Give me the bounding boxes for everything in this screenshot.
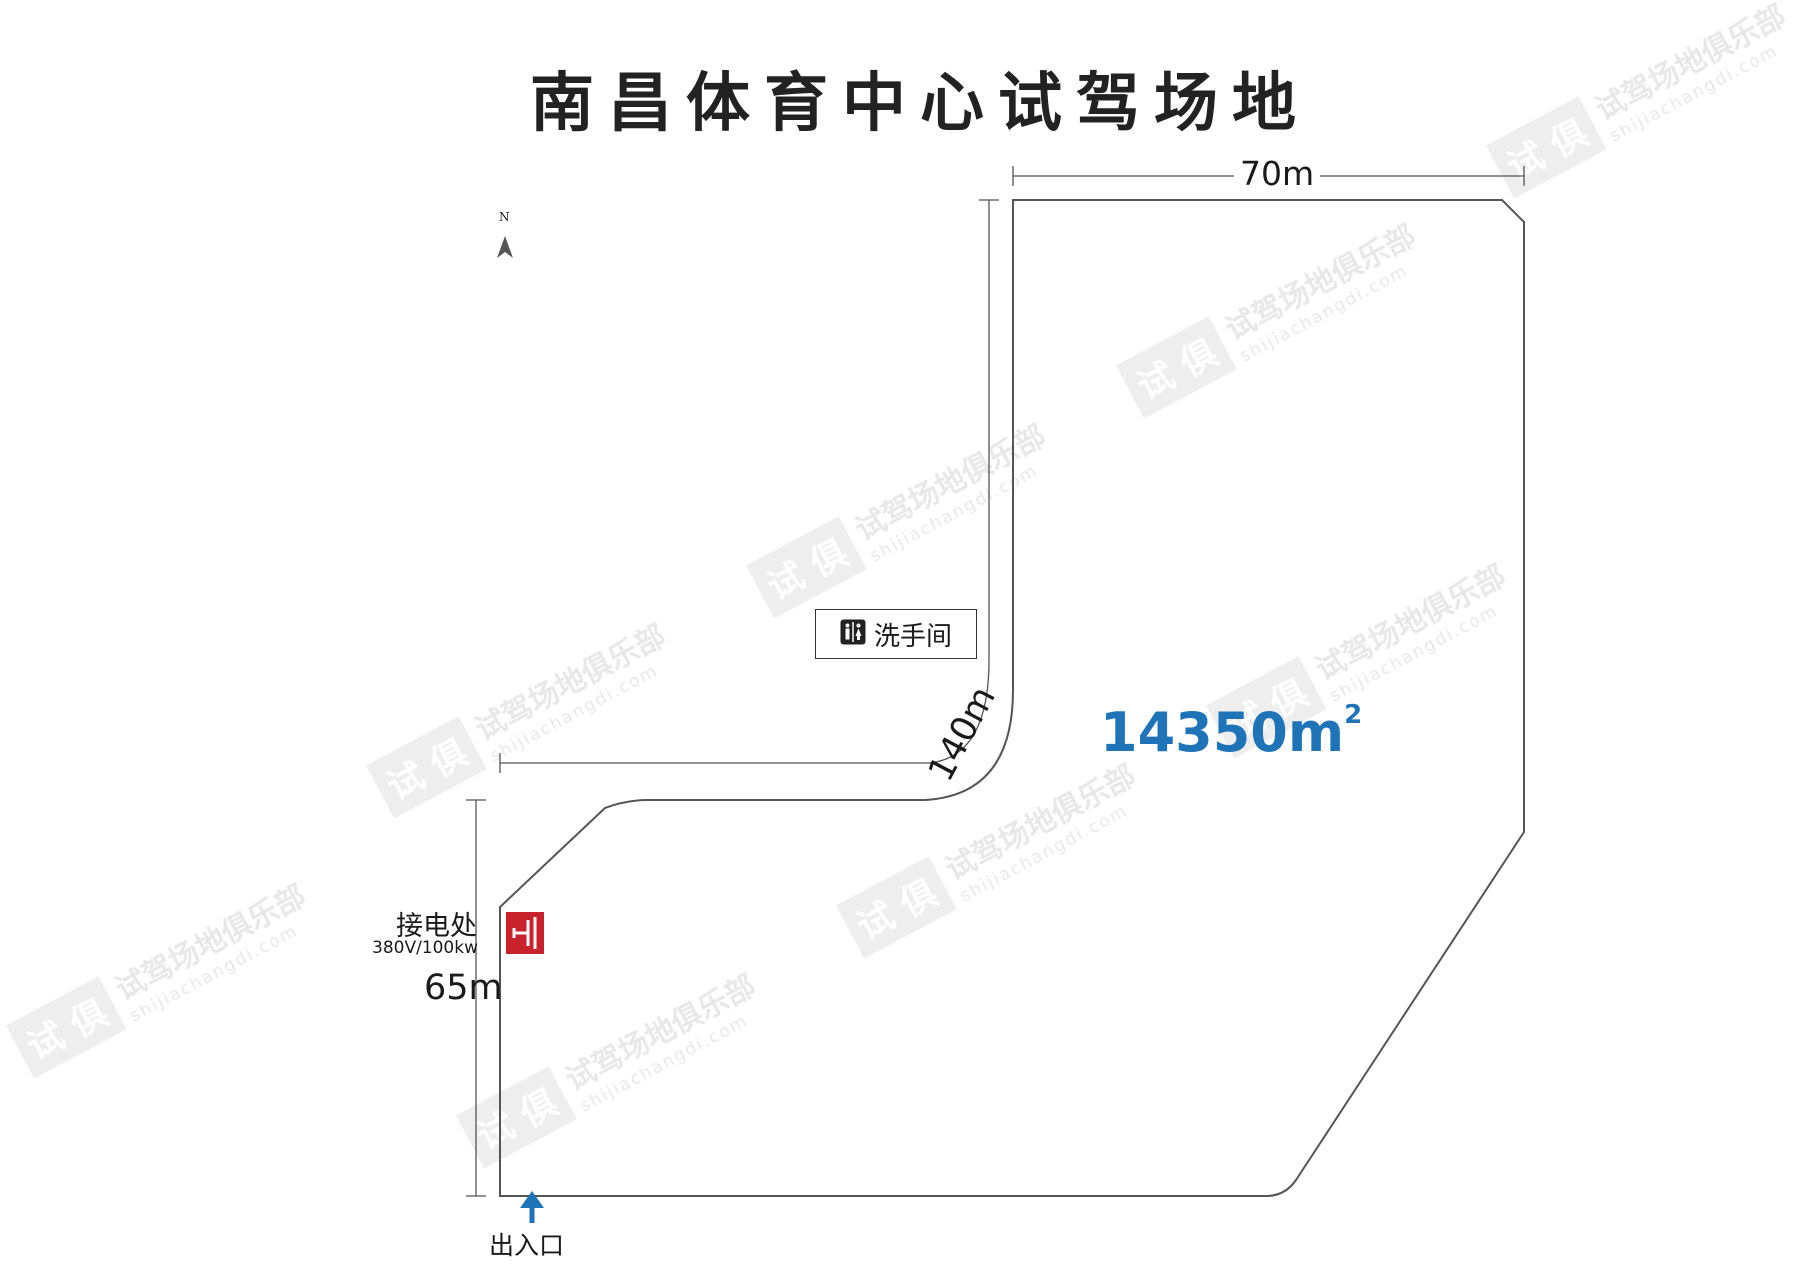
restroom-label: 洗手间 bbox=[873, 621, 952, 652]
restroom-icon bbox=[840, 619, 866, 649]
area-value: 14350 bbox=[1100, 701, 1288, 764]
entrance-label: 出入口 bbox=[489, 1231, 565, 1260]
area-label: 14350m2 bbox=[1100, 700, 1362, 764]
power-outlet-icon bbox=[506, 912, 544, 954]
north-label: N bbox=[499, 210, 510, 224]
page-title: 南昌体育中心试驾场地 bbox=[530, 67, 1310, 141]
dimension-label-width: 70m bbox=[1234, 154, 1321, 193]
power-spec: 380V/100kw bbox=[372, 938, 479, 958]
area-unit: m bbox=[1287, 701, 1345, 764]
up-arrow-icon bbox=[520, 1191, 544, 1223]
site-boundary bbox=[499, 199, 1525, 1197]
area-unit-superscript: 2 bbox=[1344, 700, 1363, 730]
restroom-marker: 洗手间 bbox=[815, 609, 977, 659]
north-arrow-icon bbox=[497, 236, 513, 258]
power-label: 接电处 bbox=[396, 911, 477, 942]
dimension-line-diagonal bbox=[500, 200, 990, 764]
dimension-label-height: 65m bbox=[424, 968, 503, 1008]
